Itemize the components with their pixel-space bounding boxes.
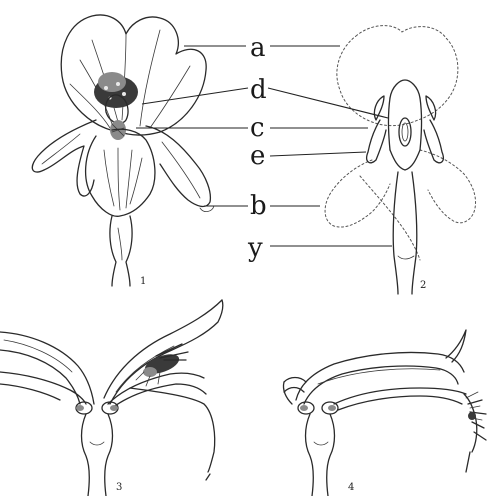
figure-3-number: 3 — [116, 482, 122, 493]
fig4-petal-arc — [296, 352, 464, 400]
fig3-ovary — [82, 414, 113, 496]
leader-e — [270, 152, 366, 156]
fig2-ovary — [393, 172, 417, 294]
fig4-style-branch — [334, 388, 466, 404]
figure-1-number: 1 — [140, 276, 146, 287]
fig4-petal-left — [284, 378, 306, 393]
label-c: c — [250, 113, 265, 143]
fig3-standard-right — [104, 300, 222, 398]
label-a: a — [250, 33, 266, 63]
figure-4-number: 4 — [348, 482, 354, 493]
label-e: e — [250, 141, 265, 171]
leader-d-right — [268, 88, 388, 118]
fig2-style-crest — [390, 80, 420, 98]
fig2-stigma — [399, 118, 411, 146]
fig2-fall-outline-right — [420, 150, 476, 223]
label-b: b — [250, 191, 267, 221]
figure-2-dissected-flower: 2 — [325, 26, 475, 294]
fig3-petal-arc-left — [0, 332, 94, 404]
figure-3-pollination-section: 3 — [0, 300, 223, 496]
fig1-fall-petal-right — [146, 126, 210, 206]
fig2-standard-outline — [337, 26, 458, 126]
fig2-style-column — [389, 98, 422, 150]
fig4-ovary — [306, 414, 335, 496]
fig1-ovary — [110, 216, 132, 286]
figure-1-whole-flower: 1 — [32, 15, 214, 287]
fig3-filament — [130, 388, 215, 472]
figure-2-number: 2 — [420, 280, 426, 291]
fig2-fall-outline-left — [325, 160, 390, 227]
fig2-stamen-right — [426, 96, 436, 120]
label-d: d — [250, 75, 267, 105]
fig1-fall-petal-center — [86, 129, 155, 216]
label-y: y — [247, 233, 263, 263]
figure-4-pollination-section: 4 — [283, 330, 486, 496]
fig4-withered-stamen-icon — [464, 392, 486, 472]
